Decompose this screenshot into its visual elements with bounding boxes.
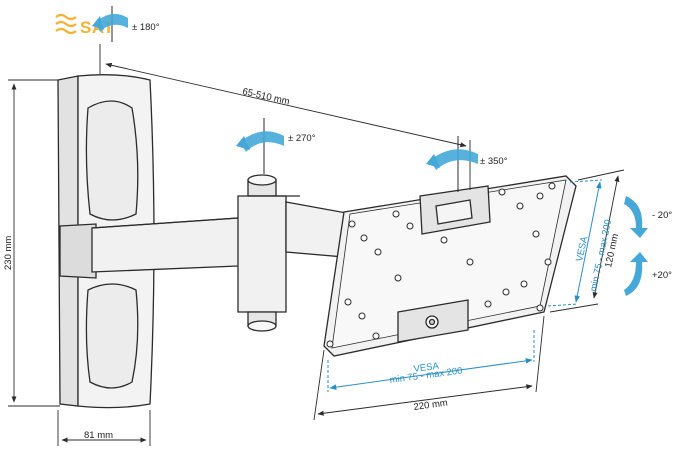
head-pivot-angle-label: ± 350° xyxy=(480,156,508,167)
vesa-horizontal-title: VESA xyxy=(413,361,440,375)
tilt-arrows-icon xyxy=(624,196,648,296)
height-dimension-label: 230 mm xyxy=(3,236,14,270)
vesa-dimension-lines xyxy=(327,179,603,392)
reach-dimension-label: 65-510 mm xyxy=(241,86,290,107)
tilt-up-label: - 20° xyxy=(652,210,672,221)
vesa-holes xyxy=(326,182,556,348)
arm-pivot-angle-label: ± 270° xyxy=(288,133,316,144)
wall-plate-width-label: 81 mm xyxy=(84,430,113,441)
wall-plate xyxy=(57,74,155,409)
vesa-vertical-title: VESA xyxy=(574,235,590,263)
rotation-arrow-270-icon xyxy=(236,118,284,174)
rotation-arrow-350-icon xyxy=(426,136,478,192)
plate-width-label: 220 mm xyxy=(413,398,449,413)
tilt-down-label: +20° xyxy=(652,270,672,281)
wall-pivot-angle-label: ± 180° xyxy=(132,22,160,33)
tv-mounting-plate xyxy=(323,175,577,357)
rotation-arrow-180-icon xyxy=(92,6,128,42)
